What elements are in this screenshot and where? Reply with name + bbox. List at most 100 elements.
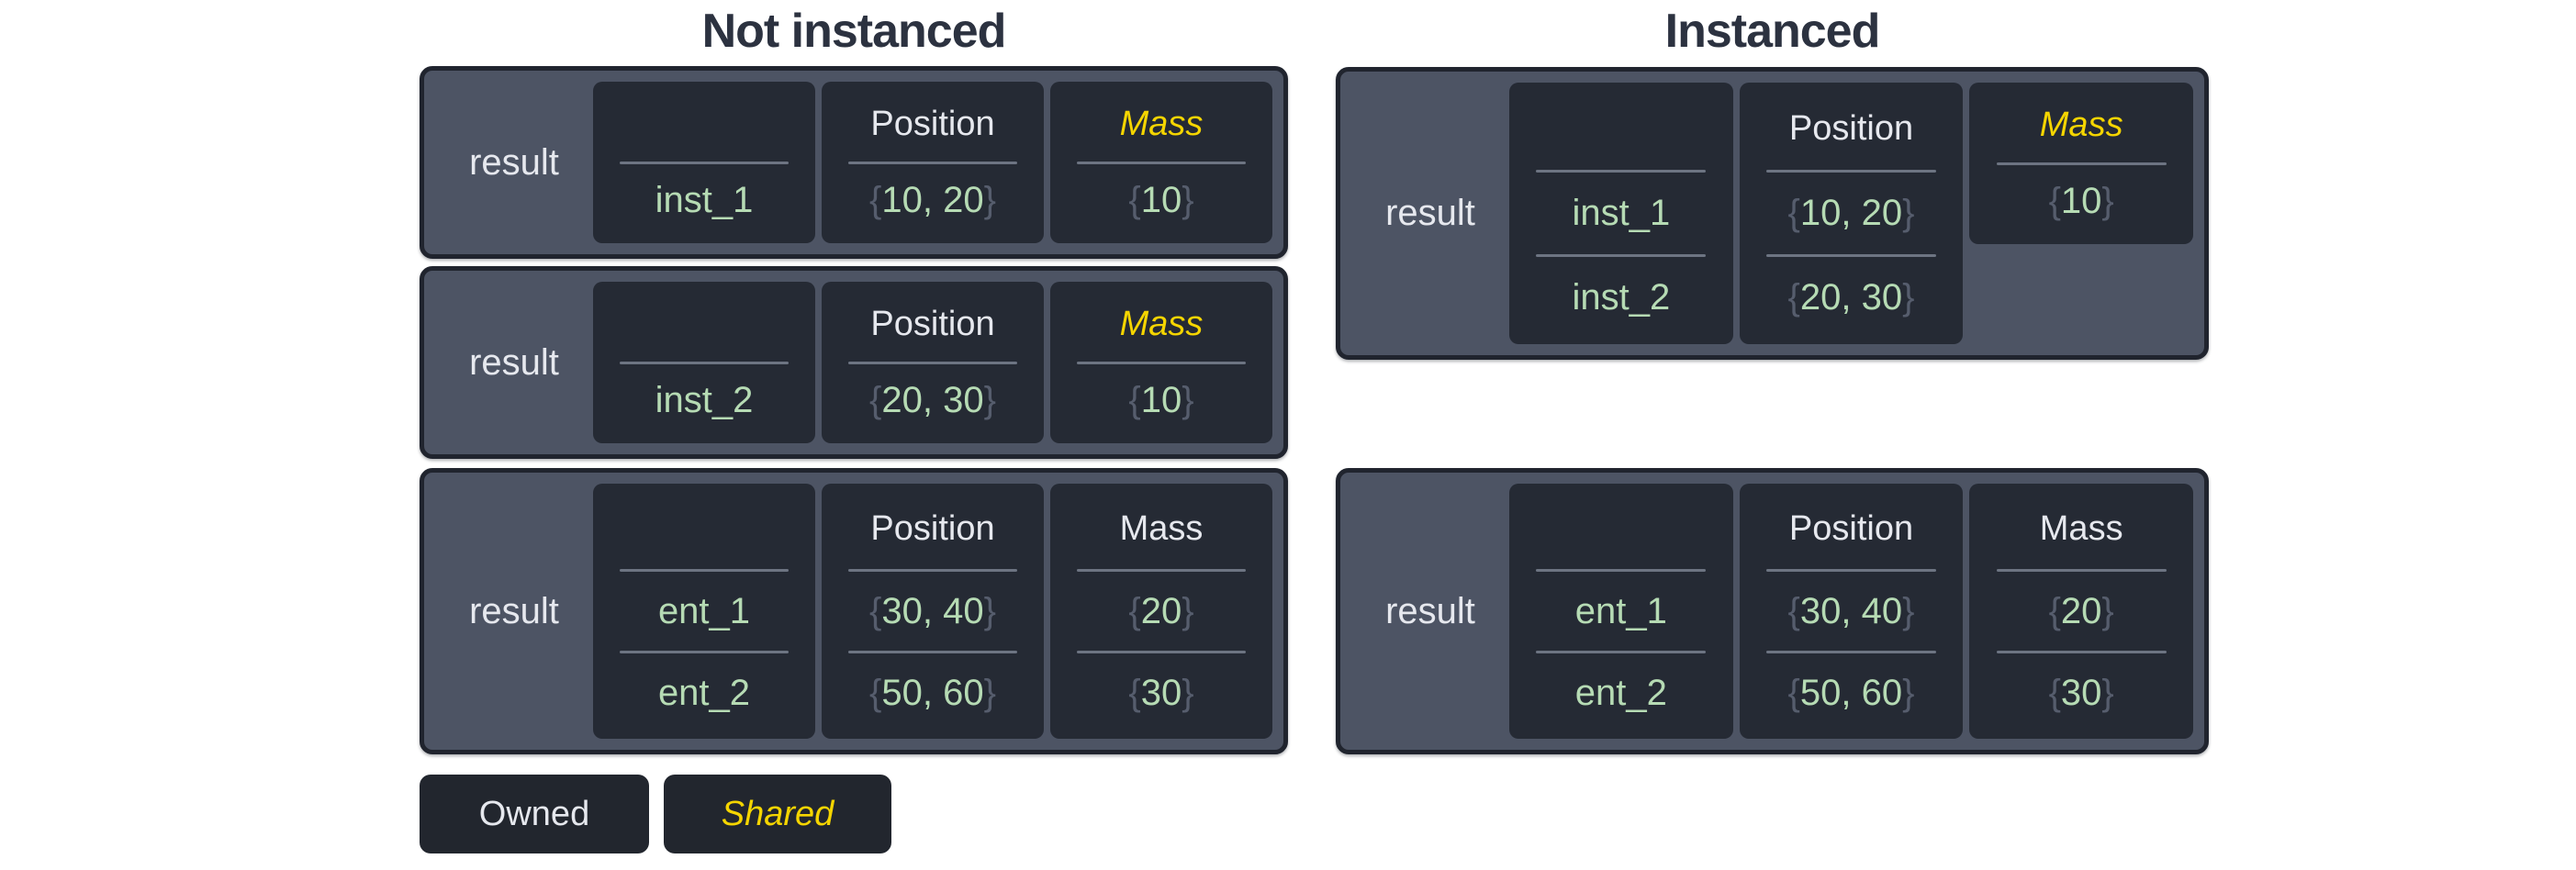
column-mass: Mass{10} bbox=[1050, 82, 1272, 243]
brace-close: } bbox=[983, 380, 996, 421]
column-mass: Mass{20}{30} bbox=[1969, 484, 2194, 739]
tuple-numbers: 30 bbox=[1140, 673, 1182, 714]
separator-line bbox=[1765, 254, 1937, 257]
brace-open: { bbox=[1128, 180, 1141, 221]
brace-close: } bbox=[1182, 380, 1194, 421]
brace-close: } bbox=[2101, 181, 2114, 222]
brace-close: } bbox=[1902, 193, 1915, 233]
brace-open: { bbox=[2048, 590, 2061, 631]
result-label: result bbox=[469, 141, 559, 183]
brace-close: } bbox=[1902, 590, 1915, 631]
column-header: Position bbox=[870, 508, 995, 548]
column-header bbox=[593, 489, 815, 569]
separator-line bbox=[1077, 361, 1246, 364]
tuple-numbers: 50, 60 bbox=[1799, 673, 1903, 714]
entity-name: ent_1 bbox=[657, 590, 751, 631]
tuple-numbers: 10 bbox=[1140, 180, 1182, 221]
cell-value: {20, 30} bbox=[1740, 257, 1964, 339]
column-mass: Mass {10} bbox=[1969, 83, 2194, 244]
cell-value: ent_2 bbox=[593, 653, 815, 733]
column-header bbox=[1509, 489, 1733, 569]
separator-line bbox=[1077, 161, 1246, 164]
tuple-numbers: 10 bbox=[1140, 380, 1182, 421]
cell-value: {30} bbox=[1050, 653, 1272, 733]
column-position: Position{10, 20} bbox=[822, 82, 1044, 243]
column-mass: Mass{20}{30} bbox=[1050, 484, 1272, 739]
result-label: result bbox=[1385, 590, 1475, 631]
separator-line bbox=[848, 651, 1017, 654]
brace-open: { bbox=[869, 673, 882, 714]
column-position: Position{20, 30} bbox=[822, 282, 1044, 443]
tuple-numbers: 10 bbox=[2060, 181, 2102, 222]
brace-open: { bbox=[1787, 193, 1800, 233]
title-not-instanced: Not instanced bbox=[701, 5, 1007, 58]
tuple-numbers: 30, 40 bbox=[881, 590, 984, 631]
column-header: Position bbox=[1788, 508, 1914, 548]
brace-close: } bbox=[2101, 673, 2114, 714]
separator-line bbox=[1536, 170, 1707, 173]
brace-open: { bbox=[1128, 673, 1141, 714]
separator-line bbox=[848, 568, 1017, 572]
column-entity: ent_1 ent_2 bbox=[1509, 484, 1733, 739]
tuple-numbers: 10, 20 bbox=[1799, 193, 1903, 233]
column-header: Mass bbox=[1119, 304, 1204, 343]
cell-value: inst_1 bbox=[1509, 173, 1733, 254]
brace-close: } bbox=[1182, 590, 1194, 631]
brace-open: { bbox=[2048, 181, 2061, 222]
cell-value: {20} bbox=[1969, 572, 2193, 652]
column-header: Mass bbox=[2039, 508, 2123, 548]
separator-line bbox=[1765, 568, 1937, 572]
entity-name: ent_2 bbox=[1574, 673, 1667, 714]
brace-close: } bbox=[983, 673, 996, 714]
column-header: Position bbox=[870, 104, 995, 143]
column-header: Mass bbox=[1119, 508, 1204, 548]
separator-line bbox=[1765, 170, 1937, 173]
tuple-numbers: 20, 30 bbox=[881, 380, 984, 421]
result-label: result bbox=[1385, 193, 1475, 233]
column-entity: inst_2 bbox=[593, 282, 815, 443]
brace-open: { bbox=[1787, 277, 1800, 318]
column-entity: inst_1 inst_2 bbox=[1509, 83, 1733, 344]
column-header: Mass bbox=[2039, 105, 2123, 144]
tuple-numbers: 10, 20 bbox=[881, 180, 984, 221]
brace-open: { bbox=[1128, 380, 1141, 421]
separator-line bbox=[1536, 568, 1707, 572]
brace-close: } bbox=[1902, 277, 1915, 318]
tuple-numbers: 20 bbox=[1140, 590, 1182, 631]
table-columns: ent_1 ent_2 Position {30, 40} {50, 60} Mass {2… bbox=[593, 484, 1272, 739]
title-instanced: Instanced bbox=[1664, 5, 1881, 58]
cell-value: {30, 40} bbox=[1740, 572, 1964, 652]
tuple-numbers: 30, 40 bbox=[1799, 590, 1903, 631]
separator-line bbox=[1996, 162, 2167, 165]
entity-name: ent_2 bbox=[657, 673, 751, 714]
entity-name: inst_1 bbox=[1572, 193, 1671, 233]
separator-line bbox=[1536, 651, 1707, 654]
brace-close: } bbox=[2101, 590, 2114, 631]
entity-name: inst_2 bbox=[1572, 277, 1671, 318]
cell-value: {50, 60} bbox=[1740, 653, 1964, 733]
separator-line bbox=[620, 651, 789, 654]
brace-close: } bbox=[1182, 673, 1194, 714]
separator-line bbox=[848, 361, 1017, 364]
separator-line bbox=[1765, 651, 1937, 654]
cell-value: {30, 40} bbox=[822, 572, 1044, 652]
brace-open: { bbox=[869, 380, 882, 421]
tuple-numbers: 50, 60 bbox=[881, 673, 984, 714]
column-header bbox=[593, 87, 815, 162]
cell-value: ent_1 bbox=[1509, 572, 1733, 652]
entity-name: ent_1 bbox=[1574, 590, 1667, 631]
column-position: Position{10, 20}{20, 30} bbox=[1739, 83, 1964, 344]
brace-open: { bbox=[1128, 590, 1141, 631]
brace-open: { bbox=[1787, 590, 1800, 631]
separator-line bbox=[1077, 651, 1246, 654]
cell-value: {10, 20} bbox=[1740, 173, 1964, 254]
brace-close: } bbox=[1902, 673, 1915, 714]
